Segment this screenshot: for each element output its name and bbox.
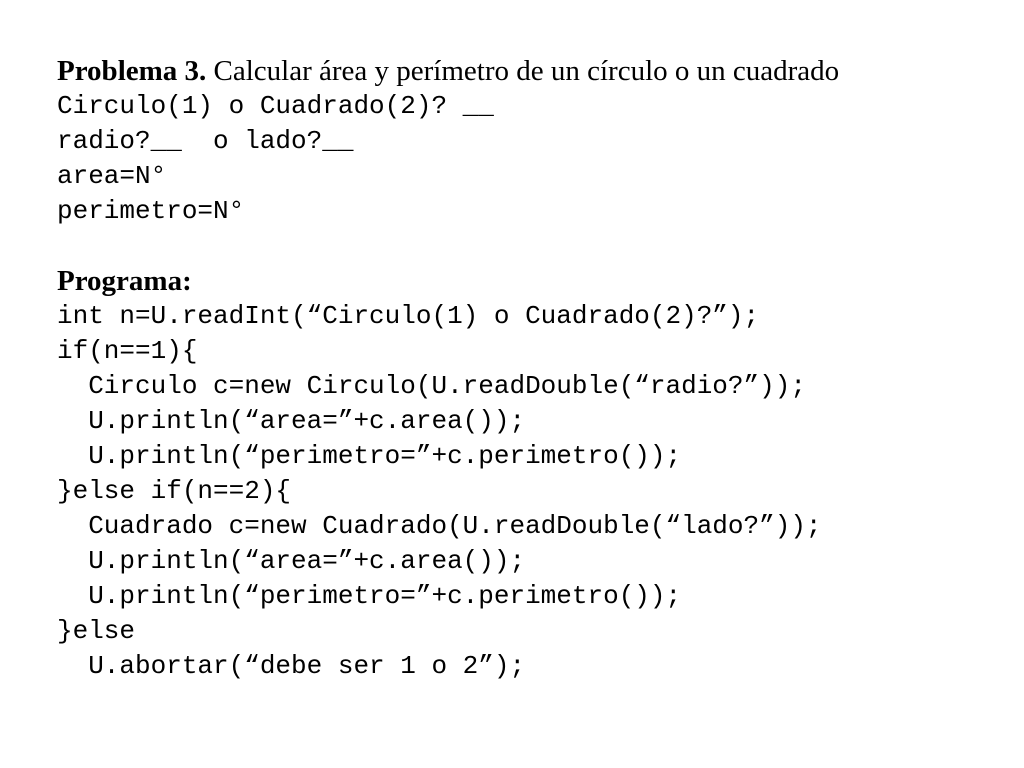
prompt-line: perimetro=N° (57, 196, 245, 226)
code-line: U.println(“area=”+c.area()); (57, 406, 526, 436)
problem-heading: Problema 3. Calcular área y perímetro de… (57, 54, 997, 89)
code-line: Cuadrado c=new Cuadrado(U.readDouble(“la… (57, 511, 822, 541)
prompt-line: Circulo(1) o Cuadrado(2)? __ (57, 91, 494, 121)
code-line: U.println(“area=”+c.area()); (57, 546, 526, 576)
prompt-line: radio?__ o lado?__ (57, 126, 354, 156)
prompt-line: area=N° (57, 161, 167, 191)
code-line: }else if(n==2){ (57, 476, 292, 506)
code-line: U.println(“perimetro=”+c.perimetro()); (57, 581, 682, 611)
code-line: Circulo c=new Circulo(U.readDouble(“radi… (57, 371, 806, 401)
code-line: }else (57, 616, 136, 646)
slide-content: Problema 3. Calcular área y perímetro de… (57, 54, 997, 684)
program-heading: Programa: (57, 265, 192, 297)
code-line: U.println(“perimetro=”+c.perimetro()); (57, 441, 682, 471)
code-line: if(n==1){ (57, 336, 198, 366)
spacer (57, 229, 997, 264)
problem-heading-text: Calcular área y perímetro de un círculo … (206, 55, 840, 87)
problem-heading-label: Problema 3. (57, 55, 207, 87)
code-line: int n=U.readInt(“Circulo(1) o Cuadrado(2… (57, 301, 760, 331)
code-line: U.abortar(“debe ser 1 o 2”); (57, 651, 526, 681)
